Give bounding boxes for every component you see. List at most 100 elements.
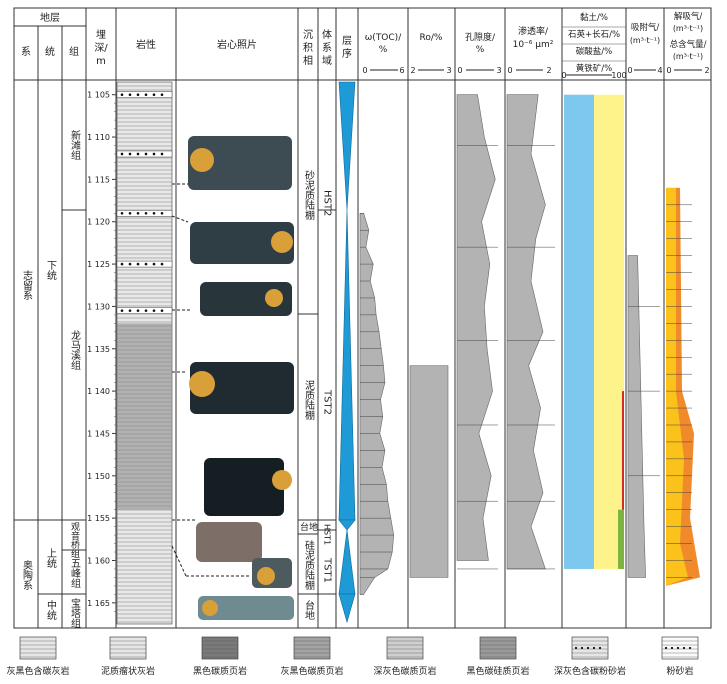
legend-swatch [293, 636, 331, 660]
pointer-arrows [171, 183, 250, 577]
header-sequence-1: 层 [342, 35, 352, 47]
legend-label: 灰黑色含碳灰岩 [6, 665, 69, 677]
series-area [506, 94, 546, 570]
legend-dot [574, 646, 578, 650]
header-group: 组 [69, 45, 79, 58]
depth-label: 1 145 [87, 429, 110, 438]
coin-icon [202, 600, 218, 616]
total-gas-header-2: (m³·t⁻¹) [673, 52, 703, 61]
depth-label: 1 120 [87, 218, 110, 227]
series-area [627, 255, 646, 578]
desorbed-gas-area [666, 187, 688, 586]
clay-band [564, 94, 594, 569]
svg-text:100: 100 [611, 71, 626, 80]
core-photo-8 [198, 596, 294, 620]
silt-dot [160, 211, 164, 215]
legend-swatch [571, 636, 609, 660]
legend-swatch [109, 636, 147, 660]
core-photo-1 [188, 136, 292, 190]
silt-dot [160, 309, 164, 312]
silt-dot [120, 152, 124, 156]
facies-platform-upper: 台地 [300, 521, 318, 533]
silt-dot [152, 93, 156, 97]
ro-header: Ro/% [420, 33, 443, 43]
tract-hst2: HST2 [322, 190, 333, 216]
porosity-header-1: 孔隙度/ [465, 31, 496, 43]
silt-dot [136, 309, 140, 312]
legend-dot [670, 646, 674, 650]
legend-dot [598, 646, 602, 650]
depth-label: 1 110 [87, 133, 110, 142]
depth-label: 1 160 [87, 556, 110, 565]
legend: 灰黑色含碳灰岩泥质瘤状灰岩黑色碳质页岩灰黑色碳质页岩深灰色碳质页岩黑色碳硅质页岩… [6, 636, 699, 677]
system-ordovician: 奥陶系 [21, 559, 33, 590]
silt-dot [160, 262, 164, 266]
facies-mud-shelf: 泥质陆棚 [303, 379, 315, 421]
quartz-header: 石英+长石/% [568, 29, 620, 40]
svg-text:2: 2 [546, 66, 551, 75]
legend-dot [586, 646, 590, 650]
siltstone-band [116, 150, 173, 158]
toc-plot [359, 212, 395, 595]
header-facies-1: 沉 [303, 28, 313, 41]
core-photo-2 [190, 222, 294, 264]
carbonate-band [618, 509, 624, 569]
silt-dot [136, 262, 140, 266]
core-photo-3 [200, 282, 292, 316]
sequence-triangles [338, 81, 356, 624]
series-lower: 下统 [45, 260, 57, 280]
legend-label: 灰黑色碳质页岩 [280, 665, 343, 677]
figure-frame [13, 7, 712, 629]
svg-text:2: 2 [410, 66, 415, 75]
ro-band [409, 365, 449, 578]
svg-text:3: 3 [496, 66, 501, 75]
group-guanyinqiao: 观音桥组 [69, 522, 80, 558]
coin-icon [271, 231, 293, 253]
silt-dot [160, 152, 164, 156]
total-gas-header-1: 总含气量/ [670, 39, 707, 50]
legend-dot [580, 646, 584, 650]
silt-dot [120, 211, 124, 215]
perm-header-2: 10⁻⁶ μm² [513, 40, 554, 50]
header-facies-2: 积 [303, 42, 313, 54]
legend-dot [676, 646, 680, 650]
header-facies-3: 相 [303, 54, 313, 67]
gas-content-plot [666, 187, 700, 586]
header-tract-3: 域 [322, 54, 332, 67]
group-xintan: 新滩组 [69, 129, 81, 160]
header-depth-3: m [96, 56, 106, 67]
core-photo-4 [190, 362, 294, 414]
header-tract-1: 体 [322, 29, 332, 41]
header-lithology: 岩性 [136, 38, 156, 51]
facies-platform-lower: 台地 [303, 599, 315, 620]
core-photos [188, 136, 294, 620]
header-core-photo: 岩心照片 [217, 38, 257, 51]
porosity-header-2: % [476, 45, 485, 55]
ro-plot [409, 365, 449, 578]
coin-icon [272, 470, 292, 490]
carbonate-header: 碳酸盐/% [576, 46, 612, 57]
pyrite-header: 黄铁矿/% [576, 63, 612, 74]
header-strata: 地层 [40, 11, 60, 24]
depth-label: 1 150 [87, 472, 110, 481]
group-wufeng: 五峰组 [69, 558, 81, 588]
adsorbed-gas-plot [627, 255, 660, 578]
column-grid [37, 8, 665, 628]
depth-label: 1 125 [87, 260, 110, 269]
svg-text:4: 4 [657, 66, 662, 75]
header-depth-1: 埋 [96, 29, 106, 41]
silt-dot [136, 93, 140, 97]
silt-dot [120, 93, 124, 97]
facies-siliceous-mud-shelf: 硅泥质陆棚 [303, 539, 315, 591]
svg-text:0: 0 [457, 66, 462, 75]
silt-dot [152, 211, 156, 215]
siltstone-band [116, 260, 173, 268]
core-photo-5 [204, 458, 284, 516]
legend-label: 黑色碳质页岩 [193, 665, 247, 677]
dark-shale-band [117, 323, 172, 510]
svg-text:3: 3 [446, 66, 451, 75]
perm-header-1: 渗透率/ [518, 25, 549, 37]
legend-label: 粉砂岩 [666, 665, 693, 677]
